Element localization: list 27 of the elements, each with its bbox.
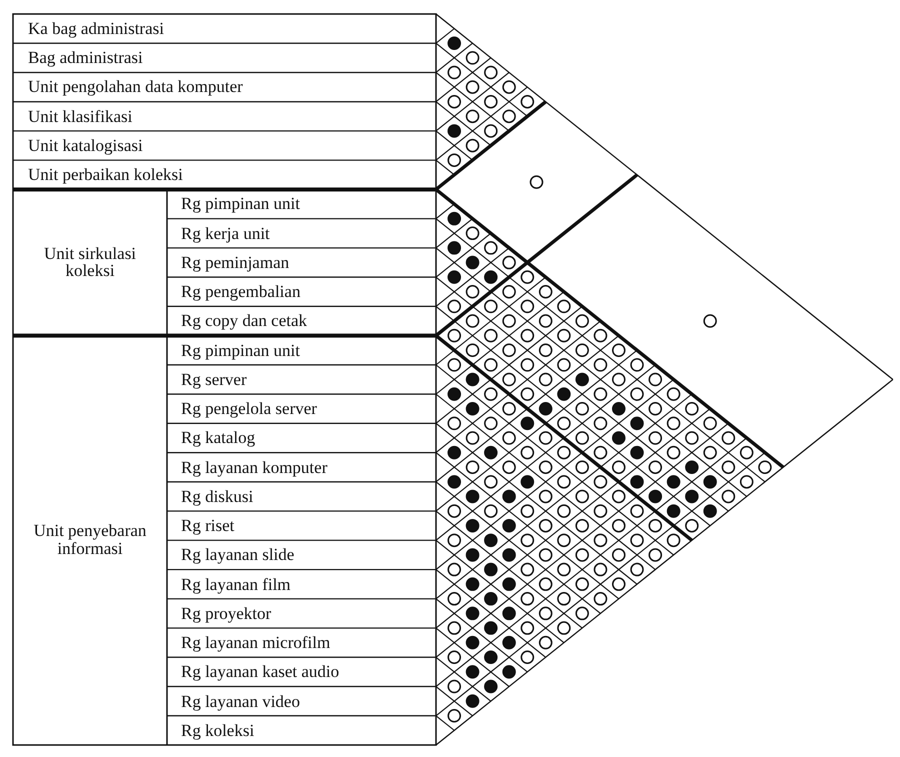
- room-name: Rg proyektor: [181, 604, 272, 623]
- room-name: Unit perbaikan koleksi: [28, 166, 183, 184]
- room-name: Rg layanan slide: [181, 546, 294, 564]
- room-name: Rg kerja unit: [181, 224, 270, 243]
- room-name: Rg peminjaman: [181, 254, 290, 272]
- room-name: Rg copy dan cetak: [181, 312, 308, 330]
- room-name: Rg layanan kaset audio: [181, 663, 340, 682]
- room-name: Ka bag administrasi: [28, 20, 164, 38]
- room-name: Rg diskusi: [181, 488, 254, 506]
- room-name: Rg layanan microfilm: [181, 634, 330, 652]
- room-name: Rg riset: [181, 517, 234, 535]
- room-name: Rg layanan film: [181, 576, 291, 594]
- room-name: Unit pengolahan data komputer: [28, 78, 243, 96]
- room-name: Rg koleksi: [181, 722, 254, 740]
- room-name: Rg server: [181, 370, 247, 389]
- room-name: Rg pimpinan unit: [181, 195, 300, 214]
- room-name: Rg pimpinan unit: [181, 342, 300, 360]
- room-name: Unit klasifikasi: [28, 108, 132, 126]
- room-name: Rg layanan video: [181, 692, 300, 710]
- room-name: Rg pengelola server: [181, 400, 317, 418]
- room-name: Rg layanan komputer: [181, 458, 328, 476]
- unit-name: Unit sirkulasi koleksi: [42, 244, 138, 280]
- room-name: Rg pengembalian: [181, 283, 300, 301]
- unit-name: Unit penyebaran informasi: [32, 522, 148, 558]
- room-name: Unit katalogisasi: [28, 136, 143, 155]
- room-name: Rg katalog: [181, 429, 256, 448]
- room-name: Bag administrasi: [28, 49, 143, 68]
